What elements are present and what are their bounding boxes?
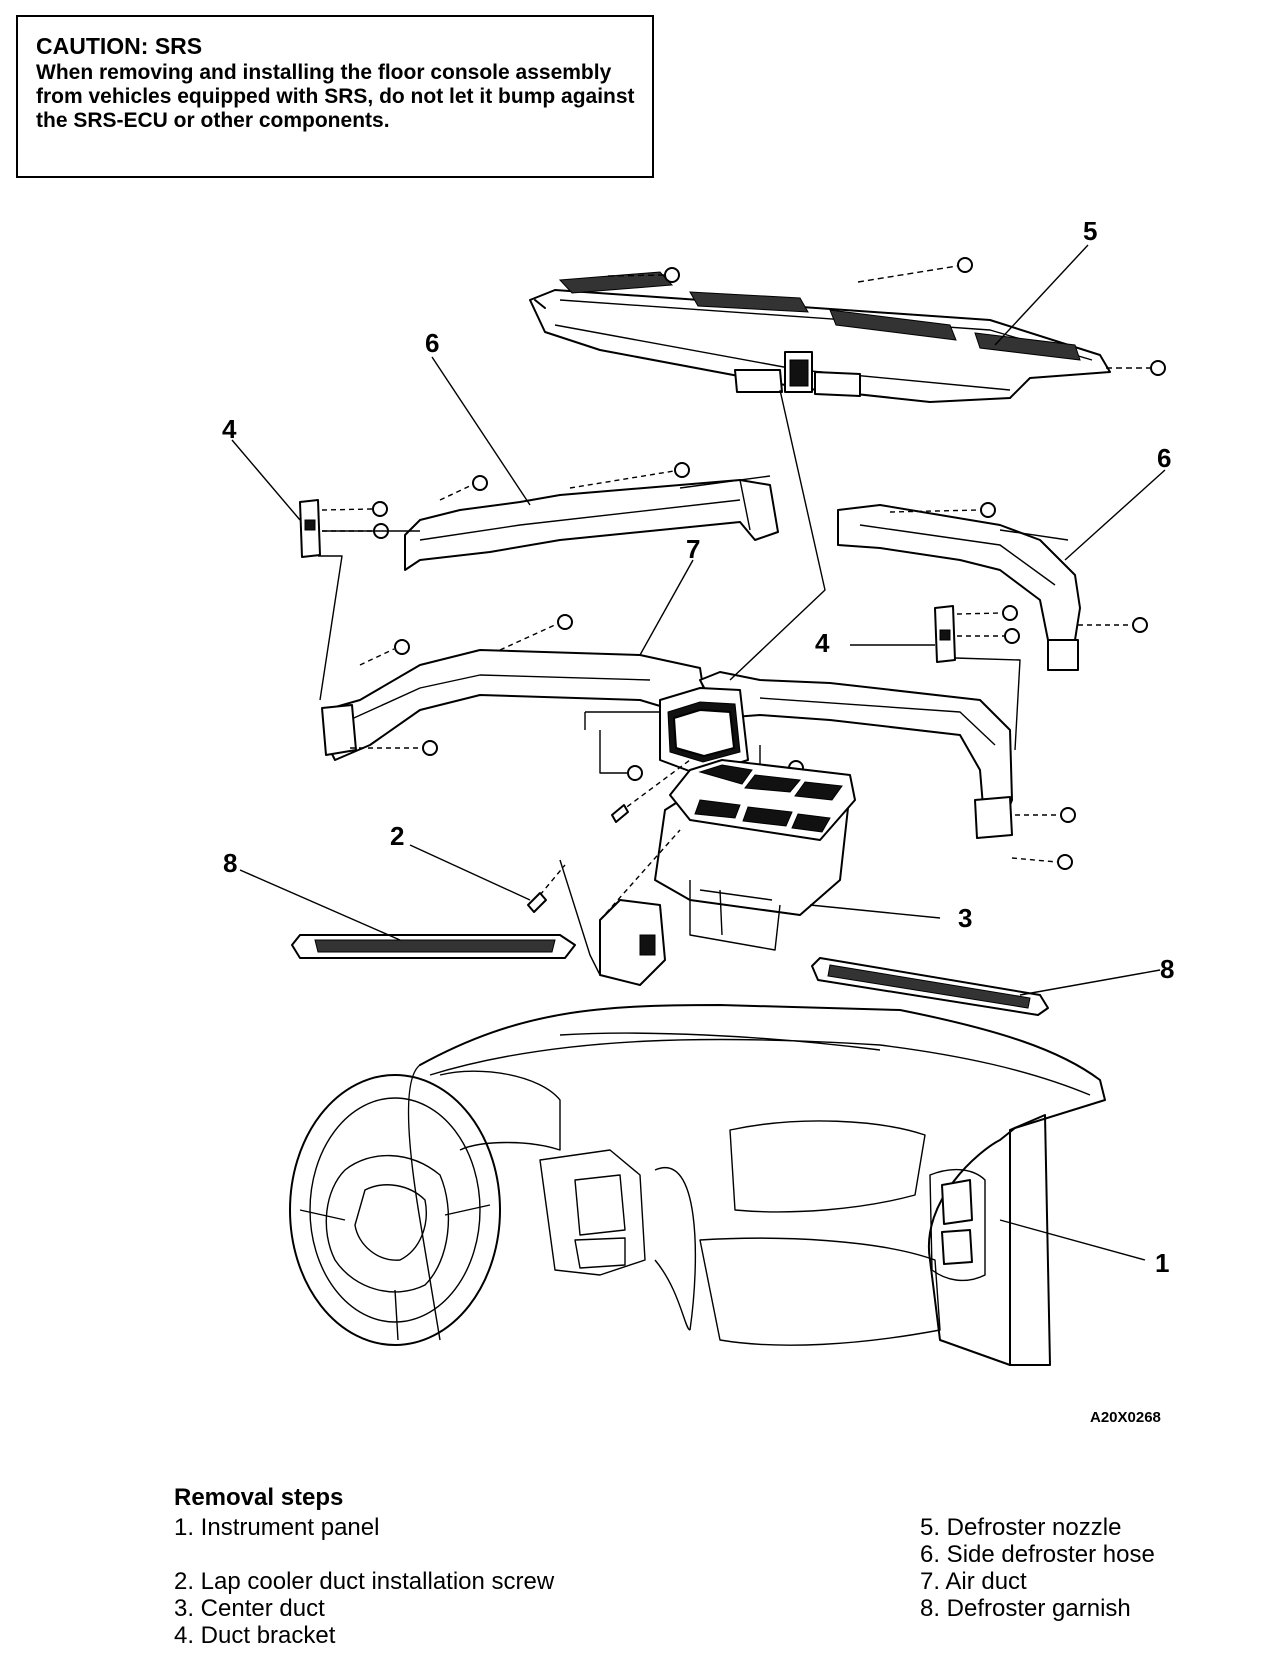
screw-group-right-hose (889, 502, 1148, 633)
screw-group-top (607, 257, 1166, 376)
callout-5: 5 (1083, 216, 1097, 246)
callout-8-left: 8 (223, 848, 237, 878)
side-defroster-hose-right (837, 504, 1081, 671)
defroster-garnish-right (811, 957, 1049, 1016)
lap-cooler-screw (527, 864, 566, 913)
guide-line (729, 389, 826, 681)
callout-1: 1 (1155, 1248, 1169, 1278)
callout-6-right: 6 (1157, 443, 1171, 473)
defroster-garnish-left (291, 934, 576, 959)
removal-step-1: 1. Instrument panel (174, 1514, 380, 1541)
screw-group-left-hose (439, 462, 690, 501)
removal-step-4: 4. Duct bracket (174, 1622, 336, 1649)
removal-step-8: 8. Defroster garnish (920, 1595, 1131, 1622)
removal-step-3: 3. Center duct (174, 1595, 325, 1622)
removal-step-6: 6. Side defroster hose (920, 1541, 1155, 1568)
removal-steps-left: 1. Instrument panel 2. Lap cooler duct i… (174, 1514, 554, 1649)
side-defroster-hose-left (404, 475, 779, 571)
removal-step-5: 5. Defroster nozzle (920, 1514, 1122, 1541)
defroster-nozzle-part (529, 271, 1111, 403)
callout-4-left: 4 (222, 414, 237, 444)
callout-8-right: 8 (1160, 954, 1174, 984)
center-duct-part (654, 759, 856, 951)
caution-text: When removing and installing the floor c… (36, 61, 635, 132)
instrument-panel-part (289, 1004, 1106, 1366)
callout-4-right: 4 (815, 628, 830, 658)
duct-bracket-right (934, 605, 1021, 751)
callout-6-left: 6 (425, 328, 439, 358)
callout-3: 3 (958, 903, 972, 933)
duct-bracket-left (299, 499, 420, 701)
callout-leaders (231, 244, 1166, 1261)
caution-title: CAUTION: SRS (36, 33, 203, 59)
callout-7: 7 (686, 534, 700, 564)
caution-box: CAUTION: SRS When removing and installin… (16, 15, 654, 178)
removal-steps-right: 5. Defroster nozzle 6. Side defroster ho… (920, 1514, 1155, 1622)
lap-cooler-duct-part (559, 829, 681, 986)
removal-step-7: 7. Air duct (920, 1568, 1027, 1595)
figure-id: A20X0268 (1090, 1409, 1161, 1426)
air-duct-part (321, 649, 1013, 839)
removal-step-2: 2. Lap cooler duct installation screw (174, 1568, 555, 1595)
removal-steps-title: Removal steps (174, 1484, 344, 1511)
callout-2: 2 (390, 821, 404, 851)
